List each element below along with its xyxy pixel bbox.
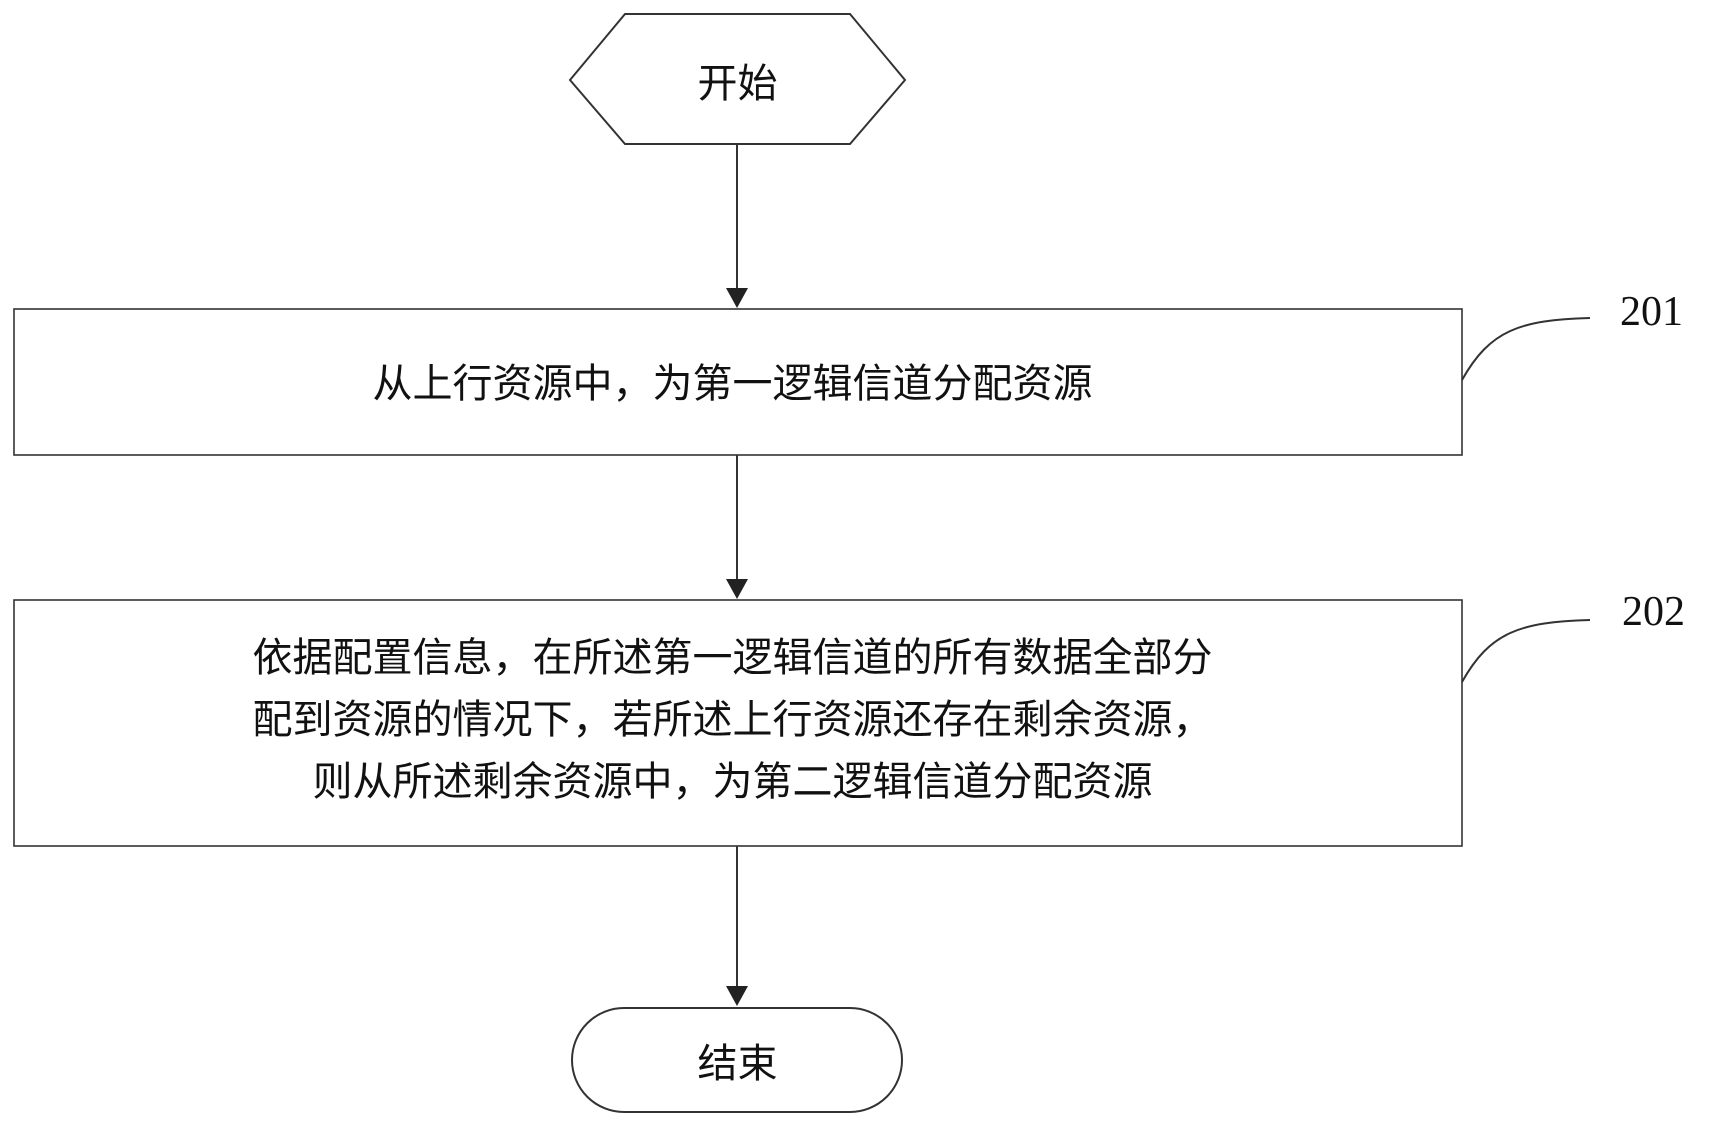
step-ref-202: 202 <box>1622 589 1685 635</box>
end-terminator-shape <box>571 1007 903 1113</box>
leader-line-201 <box>1461 317 1591 381</box>
arrowhead-step-201 <box>726 288 748 308</box>
step-202-line-1: 依据配置信息，在所述第一逻辑信道的所有数据全部分 <box>252 635 1213 681</box>
step-202-text: 依据配置信息，在所述第一逻辑信道的所有数据全部分 配到资源的情况下，若所述上行资… <box>20 600 1445 840</box>
step-201-text: 从上行资源中，为第一逻辑信道分配资源 <box>372 361 1093 407</box>
start-terminator-shape <box>568 13 907 145</box>
arrowhead-end <box>726 986 748 1006</box>
arrowhead-step-202 <box>726 579 748 599</box>
start-label: 开始 <box>697 61 778 107</box>
step-202-line-3: 则从所述剩余资源中，为第二逻辑信道分配资源 <box>312 759 1153 805</box>
leader-line-202 <box>1461 619 1591 683</box>
step-ref-201: 201 <box>1620 289 1683 335</box>
step-202-line-2: 配到资源的情况下，若所述上行资源还存在剩余资源， <box>252 697 1213 743</box>
end-label: 结束 <box>697 1041 778 1087</box>
